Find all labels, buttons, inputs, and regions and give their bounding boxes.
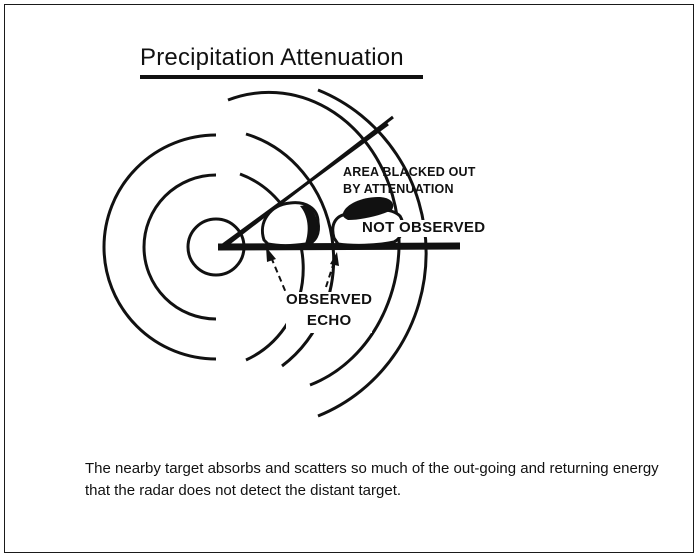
near-target-cloud bbox=[261, 201, 320, 247]
label-observed-echo: OBSERVED ECHO bbox=[286, 291, 373, 333]
figure-frame bbox=[4, 4, 694, 553]
figure-caption: The nearby target absorbs and scatters s… bbox=[85, 460, 659, 499]
wave-ring-1 bbox=[142, 173, 217, 321]
label-observed-line2: ECHO bbox=[306, 311, 352, 329]
label-observed-line1: OBSERVED bbox=[286, 291, 373, 308]
wave-arc-6 bbox=[317, 88, 428, 418]
blacked-out-area bbox=[342, 197, 394, 220]
label-not-observed: NOT OBSERVED bbox=[360, 219, 488, 237]
beam-lower-line bbox=[217, 242, 461, 251]
radar-beam bbox=[217, 115, 461, 251]
observed-echo-arrows bbox=[266, 247, 339, 301]
arrow-1-head bbox=[266, 247, 276, 262]
wave-ring-2 bbox=[102, 133, 217, 361]
radar-wave-rings bbox=[102, 133, 246, 361]
wave-arcs bbox=[227, 88, 428, 418]
beam-upper-line-b bbox=[223, 115, 394, 249]
label-area-blacked-out: AREA BLACKED OUT BY ATTENUATION bbox=[343, 165, 476, 200]
arrow-1-shaft bbox=[270, 256, 290, 301]
wave-arc-4 bbox=[245, 132, 336, 368]
near-target-shaded-edge bbox=[300, 205, 318, 244]
arrow-2-shaft bbox=[325, 261, 335, 288]
label-area-blacked-out-line2: BY ATTENUATION bbox=[343, 181, 454, 196]
diagram-title: Precipitation Attenuation bbox=[140, 44, 404, 71]
wave-arc-3 bbox=[227, 90, 401, 387]
arrow-2-head bbox=[330, 252, 339, 266]
label-area-blacked-out-line1: AREA BLACKED OUT bbox=[343, 165, 476, 179]
title-underline bbox=[140, 75, 423, 79]
wave-arc-5 bbox=[239, 172, 305, 362]
